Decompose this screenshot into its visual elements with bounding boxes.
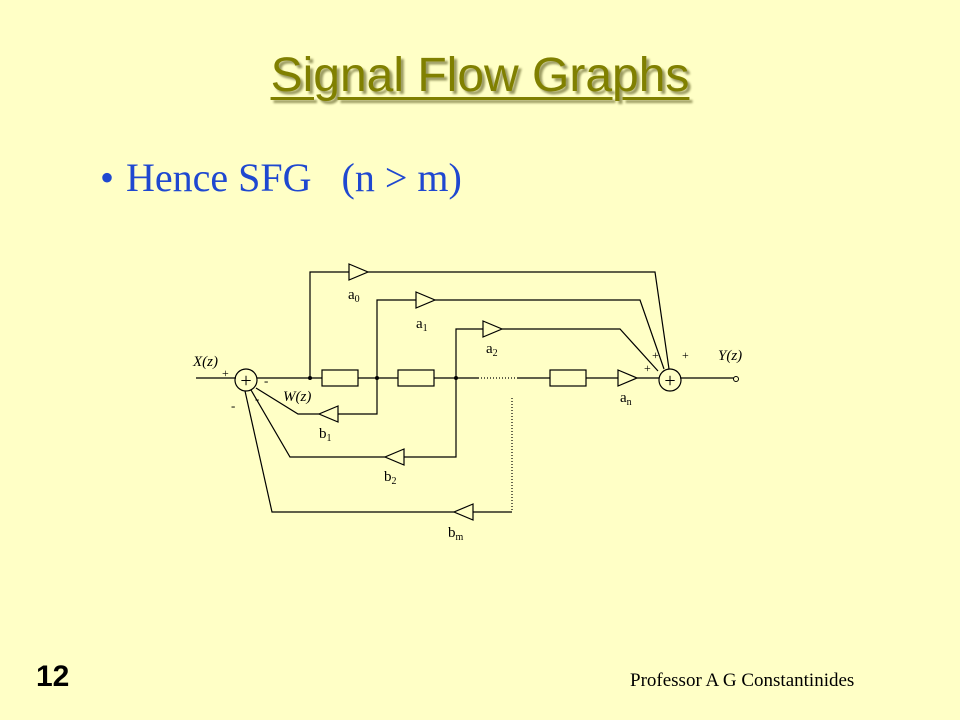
node-w [308, 376, 312, 380]
node-2 [454, 376, 458, 380]
state-label: W(z) [283, 389, 311, 405]
bullet-marker: • [100, 155, 115, 200]
input-adder-symbol: + [240, 370, 251, 392]
output-plus-sign-1: + [652, 348, 659, 362]
a0-triangle [348, 263, 370, 281]
output-terminal [733, 376, 739, 382]
a1-path [376, 299, 665, 378]
a1-triangle [415, 291, 437, 309]
input-plus-sign: + [222, 366, 229, 380]
output-adder-symbol: + [664, 370, 675, 392]
footer-author: Professor A G Constantinides [630, 670, 855, 691]
bullet-item: •Hence SFG (n > m) [100, 154, 462, 201]
b1-triangle [317, 405, 339, 423]
output-adder-circle [658, 368, 682, 392]
feedback-minus-sign-2: - [255, 391, 259, 406]
gain-a1: a1 [416, 316, 428, 334]
a2-path [455, 328, 659, 378]
gain-bm: bm [448, 525, 464, 543]
slide-number: 12 [36, 660, 70, 693]
bullet-condition: (n > m) [341, 155, 462, 200]
a2-triangle [482, 320, 504, 338]
gain-a2: a2 [486, 341, 498, 359]
output-label: Y(z) [718, 348, 742, 364]
feedback-minus-sign-1: - [264, 373, 268, 388]
output-plus-sign-3: + [644, 361, 651, 375]
delay-block-2 [397, 369, 435, 387]
bm-path [244, 390, 512, 513]
gain-a0: a0 [348, 287, 360, 305]
feedback-minus-sign-3: - [231, 398, 235, 413]
delay-block-n [549, 369, 587, 387]
bm-triangle [452, 503, 474, 521]
b1-path [255, 378, 378, 415]
output-plus-sign-2: + [682, 348, 689, 362]
bullet-text: Hence SFG [126, 155, 312, 200]
b2-triangle [383, 448, 405, 466]
an-triangle [617, 369, 639, 387]
node-1 [375, 376, 379, 380]
input-label: X(z) [192, 354, 218, 370]
gain-b1: b1 [319, 426, 332, 444]
delay-block-1 [321, 369, 359, 387]
a0-path [309, 271, 670, 378]
input-adder-circle [234, 368, 258, 392]
gain-b2: b2 [384, 469, 397, 487]
slide-title: Signal Flow Graphs [270, 49, 690, 102]
gain-an: an [620, 390, 632, 408]
b2-path [250, 378, 457, 458]
